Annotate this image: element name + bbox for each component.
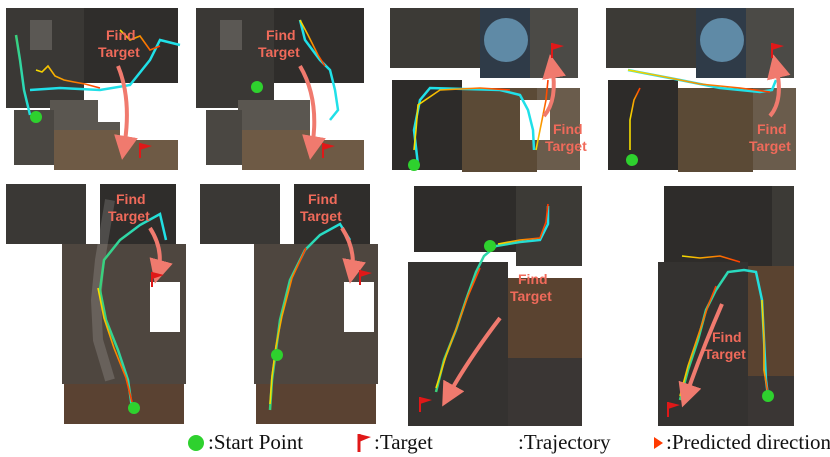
target-flag-marker (322, 143, 335, 158)
start-point-marker (408, 159, 420, 171)
legend-trajectory: :Trajectory (474, 428, 611, 457)
target-flag-marker (139, 143, 152, 158)
start-point-marker (251, 81, 263, 93)
target-flag-marker (551, 43, 564, 58)
start-point-marker (762, 390, 774, 402)
legend-predicted-direction: :Predicted direction (630, 428, 830, 457)
start-point-marker (30, 111, 42, 123)
legend-target-label: :Target (374, 430, 433, 454)
target-flag-marker (419, 397, 432, 412)
legend-start-label: :Start Point (208, 430, 304, 454)
legend-trajectory-label: :Trajectory (518, 430, 611, 454)
trajectory-line-icon (475, 440, 515, 445)
legend-predicted-label: :Predicted direction (666, 430, 830, 454)
target-flag-marker (771, 43, 784, 58)
start-point-marker (626, 154, 638, 166)
target-flag-marker (151, 272, 164, 287)
target-flag-marker (359, 270, 372, 285)
legend: :Start Point :Target :Trajectory :Predic… (0, 428, 830, 457)
start-point-marker (128, 402, 140, 414)
target-flag-marker (667, 402, 680, 417)
flag-icon (357, 433, 371, 452)
legend-target: :Target (356, 428, 433, 457)
start-point-marker (271, 349, 283, 361)
legend-start-point: :Start Point (186, 428, 303, 457)
predicted-direction-arrow-icon (631, 436, 663, 449)
start-point-icon (188, 434, 204, 451)
start-point-marker (484, 240, 496, 252)
